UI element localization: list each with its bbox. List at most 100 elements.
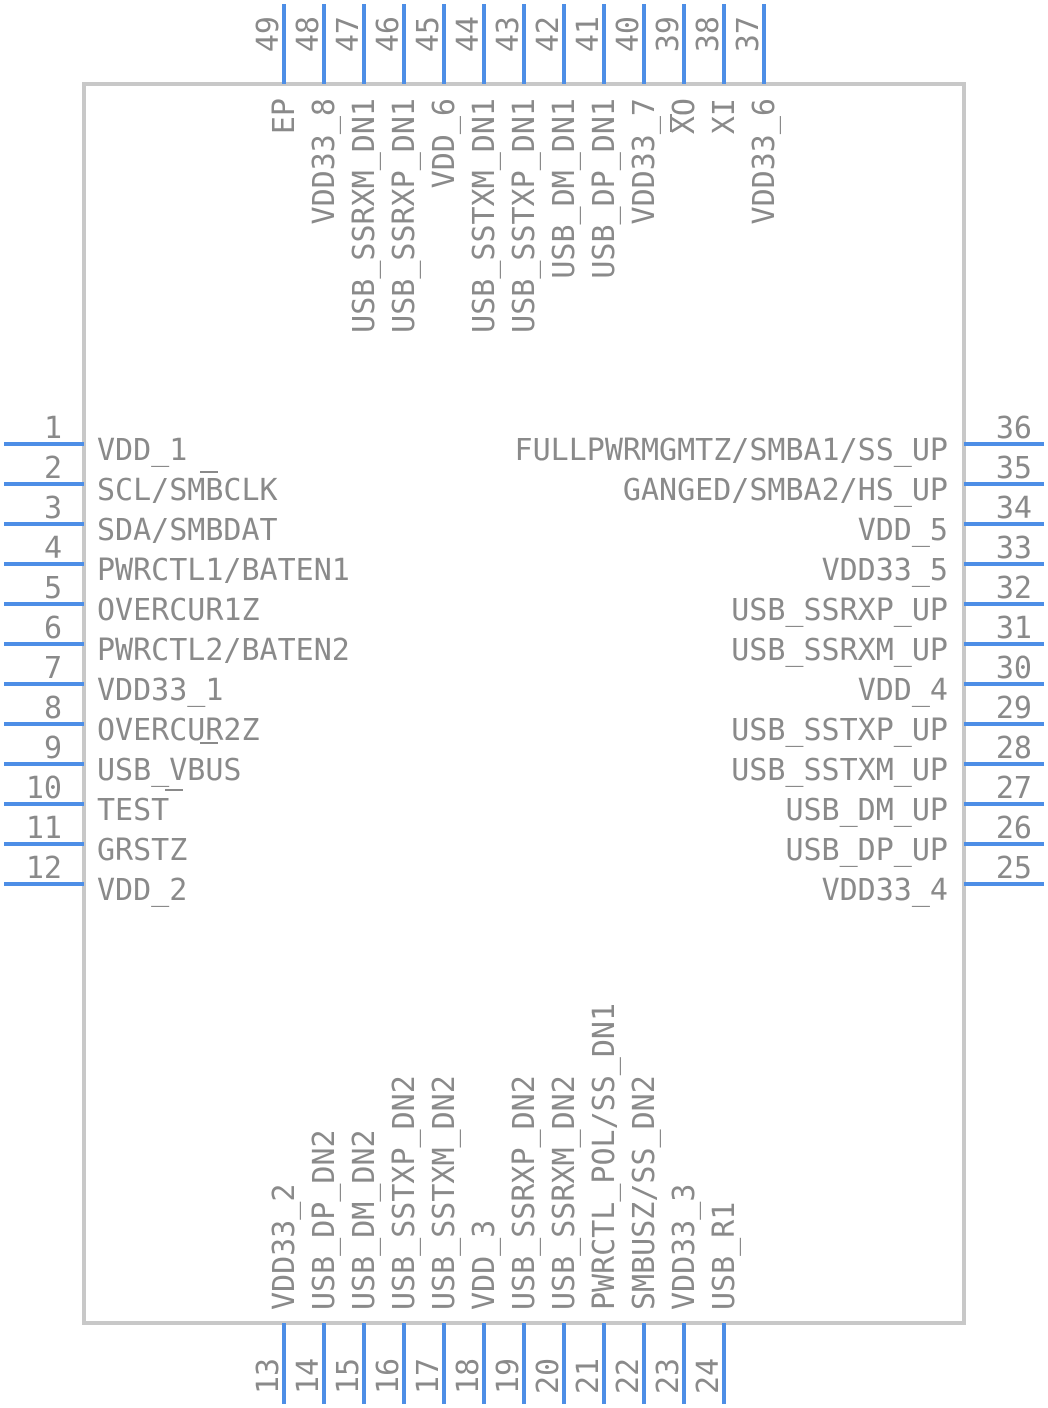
- pin-40-number: 40: [611, 16, 646, 52]
- pin-label-smbusz-ss-dn2: SMBUSZ/SS_DN2: [627, 1075, 662, 1310]
- pin-30-number: 30: [996, 651, 1032, 686]
- pin-label-vdd33-5: VDD33_5: [822, 553, 948, 588]
- pin-label-vdd33-4: VDD33_4: [822, 873, 948, 908]
- pin-16-number: 16: [371, 1358, 406, 1394]
- pin-label-usb-ssrxp-dn1: USB_SSRXP_DN1: [387, 98, 422, 333]
- pin-label-usb-r1: USB_R1: [707, 1202, 742, 1310]
- pin-label-vdd33-2: VDD33_2: [267, 1184, 302, 1310]
- pin-label-usb-dm-dn1: USB_DM_DN1: [547, 98, 582, 279]
- pin-label-xo: XO: [667, 98, 702, 134]
- pin-9-number: 9: [44, 731, 62, 766]
- pin-25-number: 25: [996, 851, 1032, 886]
- pin-label-usb-dp-dn2: USB_DP_DN2: [307, 1129, 342, 1310]
- pin-label-vdd-5: VDD_5: [858, 513, 948, 548]
- pin-label-sda-smbdat: SDA/SMBDAT: [97, 513, 278, 548]
- pin-label-vdd-4: VDD_4: [858, 673, 948, 708]
- pin-43-number: 43: [491, 16, 526, 52]
- pin-label-vdd33-6: VDD33_6: [747, 98, 782, 224]
- pin-33-number: 33: [996, 531, 1032, 566]
- pin-22-number: 22: [611, 1358, 646, 1394]
- pin-8-number: 8: [44, 691, 62, 726]
- pin-label-usb-sstxp-dn1: USB_SSTXP_DN1: [507, 98, 542, 333]
- pin-label-vdd-2: VDD_2: [97, 873, 187, 908]
- pin-label-fullpwrmgmtz-smba1-ss-up: FULLPWRMGMTZ/SMBA1/SS_UP: [515, 433, 948, 468]
- pin-26-number: 26: [996, 811, 1032, 846]
- pin-10-number: 10: [26, 771, 62, 806]
- pin-label-grstz: GRSTZ: [97, 833, 187, 868]
- pin-label-usb-sstxp-up: USB_SSTXP_UP: [731, 713, 948, 748]
- pin-label-usb-ssrxp-dn2: USB_SSRXP_DN2: [507, 1075, 542, 1310]
- pin-3-number: 3: [44, 491, 62, 526]
- pin-label-usb-ssrxm-up: USB_SSRXM_UP: [731, 633, 948, 668]
- pin-18-number: 18: [451, 1358, 486, 1394]
- pin-13-number: 13: [251, 1358, 286, 1394]
- pin-41-number: 41: [571, 16, 606, 52]
- pin-47-number: 47: [331, 16, 366, 52]
- pin-31-number: 31: [996, 611, 1032, 646]
- pin-45-number: 45: [411, 16, 446, 52]
- pin-1-number: 1: [44, 411, 62, 446]
- pin-label-overcur2z: OVERCUR2Z: [97, 713, 260, 748]
- pin-46-number: 46: [371, 16, 406, 52]
- pin-6-number: 6: [44, 611, 62, 646]
- pin-12-number: 12: [26, 851, 62, 886]
- pin-label-vdd33-7: VDD33_7: [627, 98, 662, 224]
- pin-2-number: 2: [44, 451, 62, 486]
- pin-38-number: 38: [691, 16, 726, 52]
- pin-5-number: 5: [44, 571, 62, 606]
- pin-label-usb-dp-up: USB_DP_UP: [785, 833, 948, 868]
- pin-27-number: 27: [996, 771, 1032, 806]
- pin-label-usb-sstxm-dn2: USB_SSTXM_DN2: [427, 1075, 462, 1310]
- pin-28-number: 28: [996, 731, 1032, 766]
- pin-label-usb-ssrxm-dn2: USB_SSRXM_DN2: [547, 1075, 582, 1310]
- pin-label-scl-smbclk: SCL/SMBCLK: [97, 473, 278, 508]
- pin-label-vdd33-3: VDD33_3: [667, 1184, 702, 1310]
- pin-label-vdd-3: VDD_3: [467, 1220, 502, 1310]
- pin-7-number: 7: [44, 651, 62, 686]
- pin-44-number: 44: [451, 16, 486, 52]
- pin-17-number: 17: [411, 1358, 446, 1394]
- pin-label-pwrctl1-baten1: PWRCTL1/BATEN1: [97, 553, 350, 588]
- pin-37-number: 37: [731, 16, 766, 52]
- pin-21-number: 21: [571, 1358, 606, 1394]
- pin-49-number: 49: [251, 16, 286, 52]
- pin-label-usb-dm-up: USB_DM_UP: [785, 793, 948, 828]
- pin-24-number: 24: [691, 1358, 726, 1394]
- pin-34-number: 34: [996, 491, 1032, 526]
- pin-label-usb-ssrxp-up: USB_SSRXP_UP: [731, 593, 948, 628]
- pin-39-number: 39: [651, 16, 686, 52]
- pin-35-number: 35: [996, 451, 1032, 486]
- pin-48-number: 48: [291, 16, 326, 52]
- pin-label-usb-dp-dn1: USB_DP_DN1: [587, 98, 622, 279]
- pin-label-usb-sstxm-up: USB_SSTXM_UP: [731, 753, 948, 788]
- pin-label-xi: XI: [707, 98, 742, 134]
- pin-42-number: 42: [531, 16, 566, 52]
- pin-20-number: 20: [531, 1358, 566, 1394]
- pin-label-ganged-smba2-hs-up: GANGED/SMBA2/HS_UP: [623, 473, 948, 508]
- pin-36-number: 36: [996, 411, 1032, 446]
- pin-label-pwrctl2-baten2: PWRCTL2/BATEN2: [97, 633, 350, 668]
- pin-19-number: 19: [491, 1358, 526, 1394]
- pin-label-vdd33-1: VDD33_1: [97, 673, 223, 708]
- pin-label-usb-sstxm-dn1: USB_SSTXM_DN1: [467, 98, 502, 333]
- pin-23-number: 23: [651, 1358, 686, 1394]
- pin-label-usb-dm-dn2: USB_DM_DN2: [347, 1129, 382, 1310]
- pin-29-number: 29: [996, 691, 1032, 726]
- pin-label-usb-sstxp-dn2: USB_SSTXP_DN2: [387, 1075, 422, 1310]
- pin-32-number: 32: [996, 571, 1032, 606]
- pin-14-number: 14: [291, 1358, 326, 1394]
- pin-11-number: 11: [26, 811, 62, 846]
- pin-label-vdd33-8: VDD33_8: [307, 98, 342, 224]
- pin-label-overcur1z: OVERCUR1Z: [97, 593, 260, 628]
- pin-label-vdd-6: VDD_6: [427, 98, 462, 188]
- component-body: [82, 82, 966, 1325]
- pin-label-usb-vbus: USB_VBUS: [97, 753, 242, 788]
- pin-label-ep: EP: [267, 98, 302, 134]
- pin-label-test: TEST: [97, 793, 169, 828]
- pin-label-vdd-1: VDD_1: [97, 433, 187, 468]
- pin-4-number: 4: [44, 531, 62, 566]
- pin-label-pwrctl-pol-ss-dn1: PWRCTL_POL/SS_DN1: [587, 1003, 622, 1310]
- pin-label-usb-ssrxm-dn1: USB_SSRXM_DN1: [347, 98, 382, 333]
